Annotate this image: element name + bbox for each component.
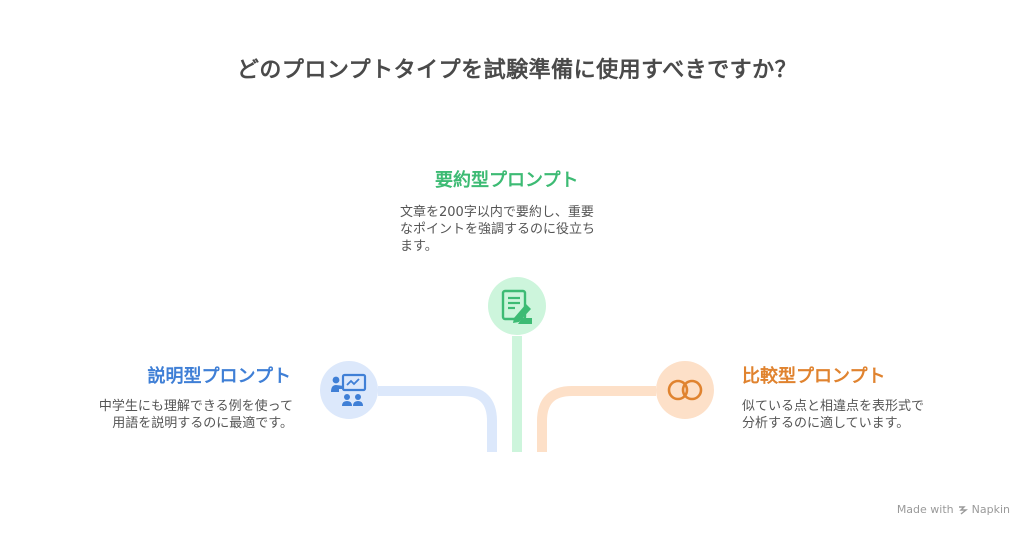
made-with-watermark[interactable]: Made with Napkin — [897, 503, 1010, 516]
overlapping-rings-icon — [667, 379, 703, 401]
compare-desc-line: 分析するのに適しています。 — [742, 416, 910, 431]
compare-node — [656, 361, 714, 419]
watermark-prefix: Made with — [896, 503, 954, 516]
summary-heading: 要約型プロンプト — [435, 170, 579, 191]
explain-connector — [378, 386, 497, 452]
summary-description: 文章を200字以内で要約し、重要 なポイントを強調するのに役立ち ます。 — [400, 204, 595, 255]
compare-heading: 比較型プロンプト — [742, 366, 886, 387]
teacher-board-icon — [331, 373, 367, 406]
summary-desc-line: なポイントを強調するのに役立ち — [400, 222, 596, 237]
compare-description: 似ている点と相違点を表形式で 分析するのに適しています。 — [742, 398, 924, 432]
summary-desc-line: ます。 — [400, 239, 438, 254]
document-pen-icon — [501, 289, 532, 324]
page-title: どのプロンプトタイプを試験準備に使用すべきですか？ — [236, 58, 798, 83]
explain-heading: 説明型プロンプト — [147, 366, 291, 387]
explain-description: 中学生にも理解できる例を使って 用語を説明するのに最適です。 — [99, 398, 293, 432]
napkin-logo-icon — [958, 505, 968, 515]
explain-desc-line: 中学生にも理解できる例を使って — [98, 399, 293, 414]
compare-desc-line: 似ている点と相違点を表形式で — [742, 399, 925, 414]
summary-node — [488, 277, 546, 335]
compare-connector — [537, 386, 656, 452]
summary-desc-line: 文章を200字以内で要約し、重要 — [400, 205, 594, 220]
explain-desc-line: 用語を説明するのに最適です。 — [112, 416, 293, 431]
explain-node — [320, 361, 378, 419]
watermark-brand: Napkin — [971, 503, 1010, 516]
